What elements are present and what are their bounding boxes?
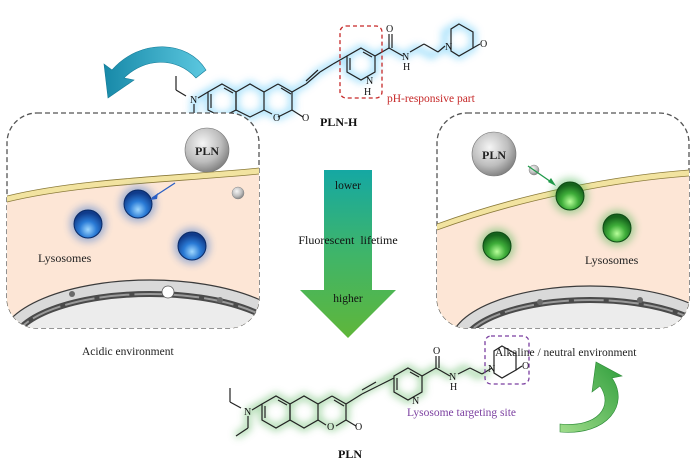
top-atom-o-amide: O: [386, 24, 393, 35]
right-cell-caption: Alkaline / neutral environment: [495, 347, 637, 359]
left-nucleus: [7, 279, 259, 328]
left-cell-caption: Acidic environment: [82, 346, 174, 358]
top-atom-h-amide: H: [403, 62, 410, 73]
bottom-atom-o-ring: O: [327, 422, 334, 433]
top-molecule-bonds: [175, 23, 481, 127]
bottom-atom-o-morpholine: O: [522, 361, 529, 372]
right-lysosomes: [479, 165, 635, 264]
left-cell-panel: PLN Lysosomes Acidic environment: [6, 112, 260, 358]
bottom-molecule: N O O N O N H N O Lysosome targeting sit…: [229, 335, 530, 461]
right-lysosomes-label: Lysosomes: [585, 253, 639, 267]
top-atom-h: H: [364, 87, 371, 98]
top-atom-o-ring: O: [273, 113, 280, 124]
bottom-atom-n-amide: N: [449, 372, 456, 383]
top-molecule: N O O N H O N H N O pH-responsive part P…: [175, 20, 487, 129]
top-atom-n-pyridinium: N: [366, 76, 373, 87]
curved-arrow-bottom: [559, 361, 623, 433]
bottom-atom-n-pyridine: N: [412, 396, 419, 407]
right-pln-probe: PLN: [471, 131, 517, 177]
top-atom-o-morpholine: O: [480, 39, 487, 50]
left-pln-probe: PLN: [184, 127, 230, 173]
top-atom-n-amide: N: [402, 52, 409, 63]
right-pln-label: PLN: [482, 148, 506, 162]
right-cell-panel: PLN Lysosomes Alkaline / neutral environ…: [436, 112, 690, 359]
top-molecule-name: PLN-H: [320, 115, 358, 129]
fluorescent-lifetime-arrow: lower Fluorescent lifetime higher: [298, 170, 398, 338]
left-pln-label: PLN: [195, 144, 219, 158]
bottom-atom-h-amide: H: [450, 382, 457, 393]
right-nucleus: [449, 285, 689, 328]
left-lysosomes: [70, 182, 210, 264]
top-atom-n-amine: N: [190, 95, 197, 106]
bottom-atom-o-carbonyl: O: [355, 422, 362, 433]
bottom-molecule-bonds: [229, 345, 523, 437]
bottom-atom-n-amine: N: [244, 407, 251, 418]
left-lysosomes-label: Lysosomes: [38, 251, 92, 265]
lysosome-targeting-box: [484, 335, 530, 385]
lifetime-lower-label: lower: [335, 180, 361, 192]
ph-responsive-box: [339, 25, 383, 99]
left-small-probe: [231, 186, 245, 200]
ph-responsive-label: pH-responsive part: [387, 93, 476, 105]
top-atom-o-carbonyl: O: [302, 113, 309, 124]
bottom-molecule-name: PLN: [338, 447, 362, 461]
top-molecule-glow: [178, 20, 476, 129]
bottom-atom-o-amide: O: [433, 346, 440, 357]
top-atom-n-morpholine: N: [445, 42, 452, 53]
bottom-atom-n-morpholine: N: [488, 364, 495, 375]
lifetime-higher-label: higher: [333, 293, 363, 305]
lifetime-middle-label: Fluorescent lifetime: [298, 233, 397, 247]
lifetime-arrow-shape: [300, 170, 396, 338]
curved-arrow-top: [103, 46, 207, 99]
lysosome-targeting-label: Lysosome targeting site: [407, 407, 516, 419]
